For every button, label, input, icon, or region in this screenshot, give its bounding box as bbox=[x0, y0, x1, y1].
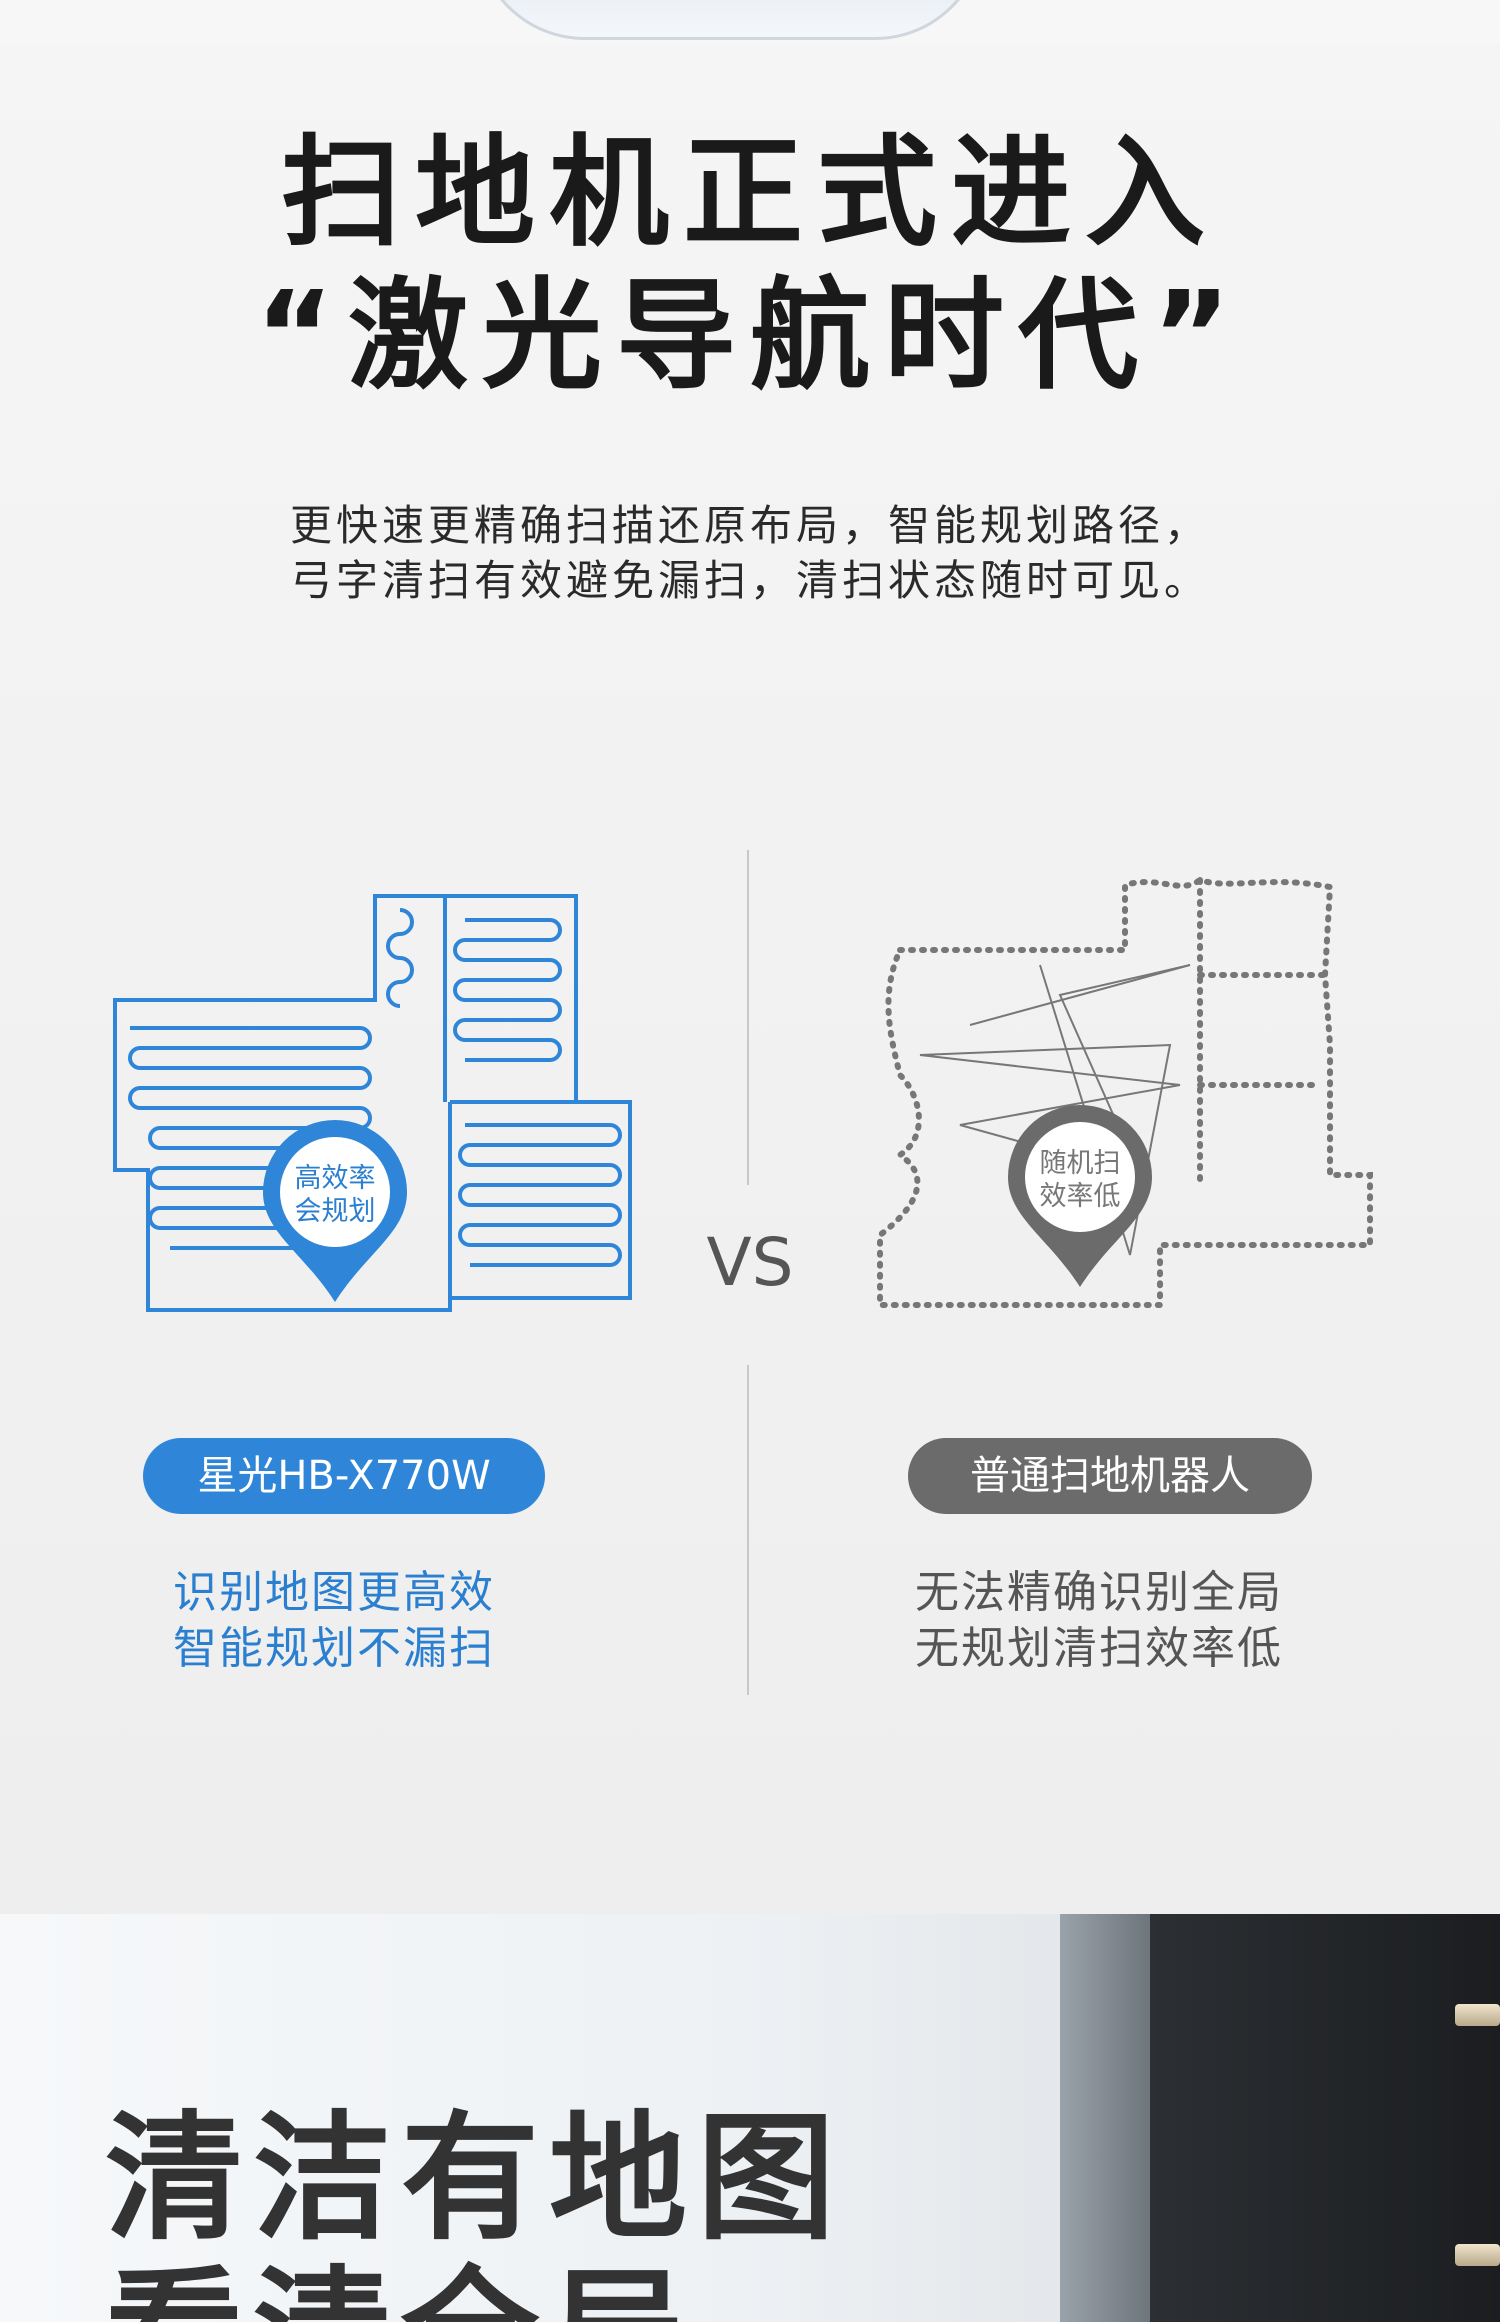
subtext-line-1: 更快速更精确扫描还原布局，智能规划路径， bbox=[289, 501, 1210, 550]
location-pin-icon: 随机扫 效率低 bbox=[1008, 1105, 1152, 1287]
pin-label-line-1: 高效率 bbox=[295, 1163, 376, 1194]
competitor-description-line-1: 无法精确识别全局 bbox=[915, 1567, 1283, 1618]
product-name-badge: 星光HB-X770W bbox=[143, 1438, 545, 1514]
random-path-line bbox=[919, 964, 1191, 1256]
competitor-name-badge: 普通扫地机器人 bbox=[908, 1438, 1312, 1514]
serpentine-path bbox=[453, 918, 562, 1062]
headline-line-1: 扫地机正式进入 bbox=[281, 124, 1219, 263]
product-description: 识别地图更高效 智能规划不漏扫 bbox=[173, 1565, 495, 1677]
product-image-strip bbox=[0, 0, 1500, 44]
serpentine-path bbox=[458, 1123, 622, 1267]
pin-label-line-1: 随机扫 bbox=[1040, 1148, 1121, 1179]
pin-label-line-2: 效率低 bbox=[1040, 1181, 1121, 1212]
location-pin-icon: 高效率 会规划 bbox=[263, 1120, 407, 1302]
competitor-description: 无法精确识别全局 无规划清扫效率低 bbox=[915, 1565, 1283, 1677]
room-divider bbox=[448, 1100, 576, 1298]
serpentine-path bbox=[128, 1026, 372, 1250]
section-title-line-2: 看清全局 bbox=[105, 2265, 697, 2322]
subtext-line-2: 弓字清扫有效避免漏扫，清扫状态随时可见。 bbox=[289, 556, 1210, 605]
divider-lower bbox=[747, 1365, 749, 1695]
cabinet-side-image bbox=[1060, 1914, 1150, 2322]
random-path-map-illustration: 随机扫 效率低 bbox=[877, 876, 1373, 1308]
drawer-handle-image bbox=[1455, 2004, 1500, 2026]
planned-path-map-illustration: 高效率 会规划 bbox=[113, 894, 632, 1312]
comparison-section bbox=[0, 44, 1500, 1914]
headline-line-2: “激光导航时代” bbox=[255, 267, 1245, 406]
product-description-line-2: 智能规划不漏扫 bbox=[173, 1623, 495, 1674]
section-title-line-1: 清洁有地图 bbox=[105, 2098, 846, 2259]
vs-label: VS bbox=[706, 1224, 794, 1301]
drawer-handle-image bbox=[1455, 2244, 1500, 2266]
pin-label-line-2: 会规划 bbox=[295, 1196, 376, 1227]
serpentine-path bbox=[386, 908, 414, 1008]
map-section-banner bbox=[0, 1914, 1500, 2322]
divider-upper bbox=[747, 850, 749, 1185]
cabinet-front-image bbox=[1150, 1914, 1500, 2322]
product-description-line-1: 识别地图更高效 bbox=[173, 1567, 495, 1618]
robot-base-image bbox=[475, 0, 985, 40]
competitor-description-line-2: 无规划清扫效率低 bbox=[915, 1623, 1283, 1674]
